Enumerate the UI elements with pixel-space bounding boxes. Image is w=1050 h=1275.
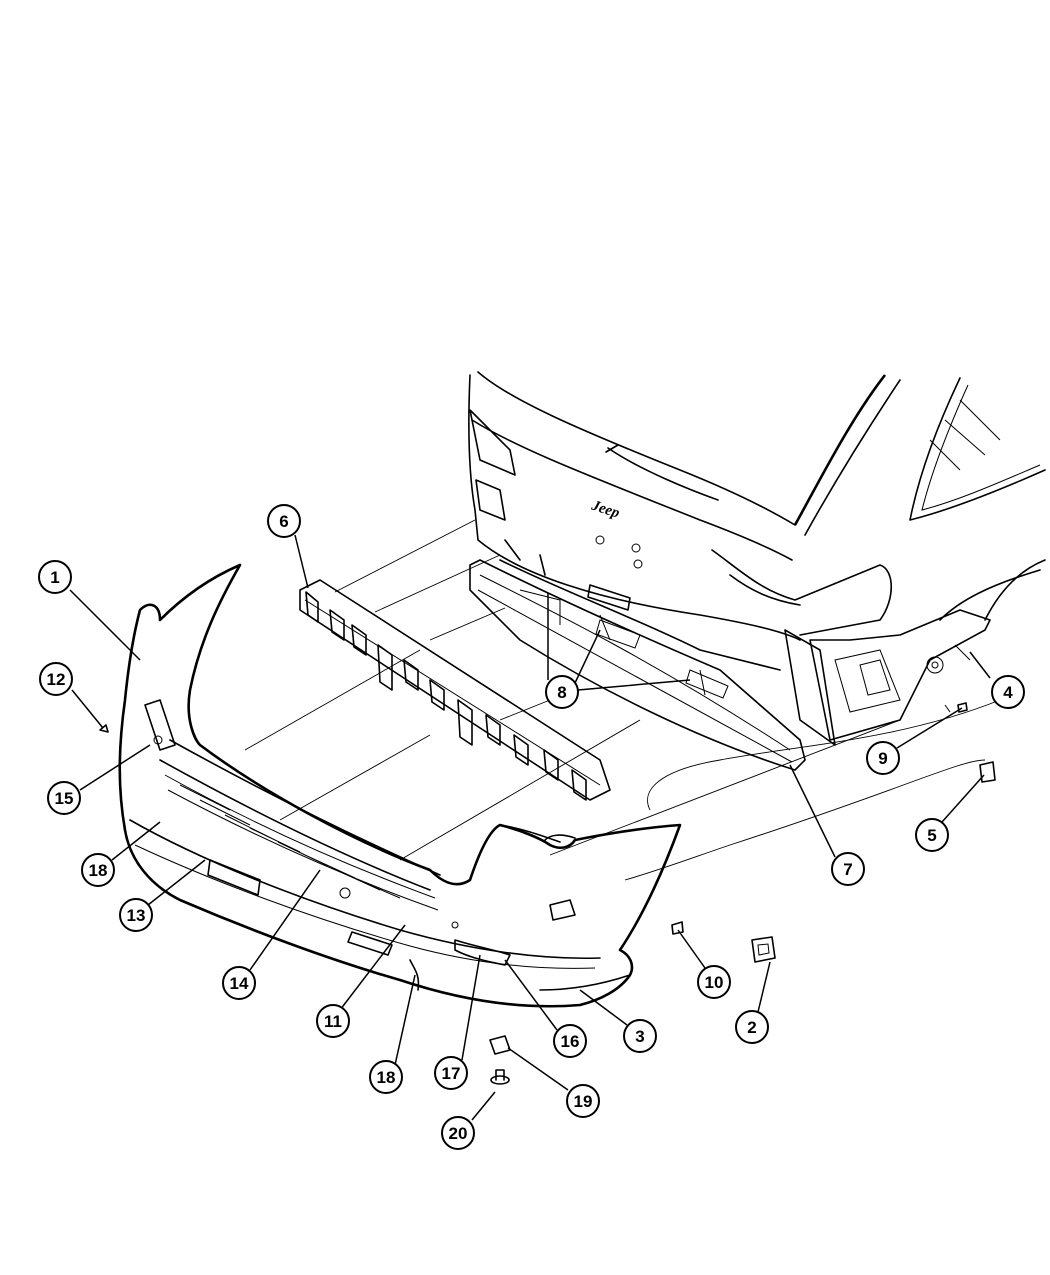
callout-18-lower-label: 18: [377, 1068, 396, 1087]
callout-20-label: 20: [449, 1124, 468, 1143]
callout-10-label: 10: [705, 973, 724, 992]
callout-7-label: 7: [843, 860, 852, 879]
callout-16-label: 16: [561, 1032, 580, 1051]
callout-4: 4: [991, 675, 1025, 709]
callout-9-label: 9: [878, 749, 887, 768]
callout-7: 7: [831, 852, 865, 886]
bumper-reinforcement-beam: [469, 559, 806, 771]
callout-5-label: 5: [927, 826, 936, 845]
callout-3-label: 3: [635, 1027, 644, 1046]
rear-bumper-fascia: [118, 563, 682, 1008]
vehicle-body: Jeep: [468, 371, 1046, 746]
callout-11: 11: [316, 1004, 350, 1038]
callout-18-upper-label: 18: [89, 861, 108, 880]
callout-18-lower: 18: [369, 1060, 403, 1094]
callout-20: 20: [441, 1116, 475, 1150]
callout-5: 5: [915, 818, 949, 852]
callout-6: 6: [267, 504, 301, 538]
callout-12-label: 12: [47, 670, 66, 689]
callout-2-label: 2: [747, 1018, 756, 1037]
callout-6-label: 6: [279, 512, 288, 531]
energy-absorber: [299, 579, 611, 801]
callout-1: 1: [38, 560, 72, 594]
callout-18-upper: 18: [81, 853, 115, 887]
callout-8-label: 8: [557, 683, 566, 702]
jeep-badge: Jeep: [589, 497, 622, 521]
leader-lines: [69, 534, 991, 1121]
callout-13: 13: [119, 898, 153, 932]
callout-12: 12: [39, 662, 73, 696]
callout-10: 10: [697, 965, 731, 999]
callout-2: 2: [735, 1010, 769, 1044]
callout-9: 9: [866, 741, 900, 775]
callout-17: 17: [434, 1056, 468, 1090]
callout-1-label: 1: [50, 568, 59, 587]
callout-15-label: 15: [55, 789, 74, 808]
callout-3: 3: [623, 1019, 657, 1053]
callout-4-label: 4: [1003, 683, 1013, 702]
callout-14: 14: [222, 966, 256, 1000]
callout-17-label: 17: [442, 1064, 461, 1083]
callout-19-label: 19: [574, 1092, 593, 1111]
callout-19: 19: [566, 1084, 600, 1118]
assembly-lines: [244, 519, 1001, 881]
callout-15: 15: [47, 781, 81, 815]
callout-13-label: 13: [127, 906, 146, 925]
callout-14-label: 14: [230, 974, 249, 993]
callout-16: 16: [553, 1024, 587, 1058]
callout-11-label: 11: [324, 1012, 342, 1031]
callout-8: 8: [545, 675, 579, 709]
